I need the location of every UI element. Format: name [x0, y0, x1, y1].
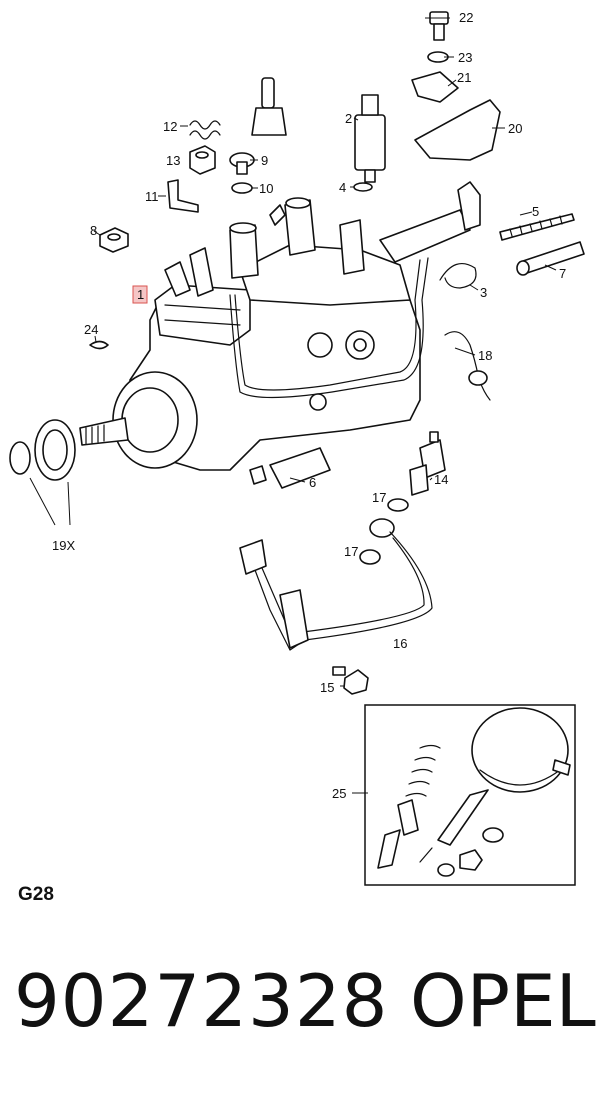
callout-22: 22 — [459, 10, 473, 25]
callout-12: 12 — [163, 119, 177, 134]
callout-23: 23 — [458, 50, 472, 65]
washer-17a — [387, 498, 409, 512]
nut-8 — [99, 227, 129, 253]
callout-9: 9 — [261, 153, 268, 168]
group-code: G28 — [18, 884, 54, 905]
callout-21: 21 — [457, 70, 471, 85]
callout-18: 18 — [478, 348, 492, 363]
seal-set-19x — [9, 419, 76, 481]
cord-18 — [444, 331, 491, 401]
nut-13 — [189, 145, 216, 175]
brand-name: OPEL — [410, 959, 596, 1043]
inset-detail-25 — [352, 704, 576, 886]
callout-13: 13 — [166, 153, 180, 168]
callout-11: 11 — [145, 189, 159, 204]
callout-5: 5 — [532, 204, 539, 219]
callout-8: 8 — [90, 223, 97, 238]
callout-17b: 17 — [344, 544, 358, 559]
callout-4: 4 — [339, 180, 346, 195]
callout-16: 16 — [393, 636, 407, 651]
callout-6: 6 — [309, 475, 316, 490]
callout-15: 15 — [320, 680, 334, 695]
callout-1: 1 — [137, 287, 144, 302]
seal-24 — [89, 340, 109, 350]
bracket-21 — [411, 71, 459, 103]
callout-25: 25 — [332, 786, 346, 801]
exploded-parts-diagram: 1 2 3 4 5 6 7 8 9 10 11 12 13 14 15 16 1… — [9, 10, 585, 886]
callout-3: 3 — [480, 285, 487, 300]
pin-7 — [516, 241, 585, 276]
clip-3 — [439, 262, 477, 289]
injection-pump-body — [79, 181, 481, 471]
callout-10: 10 — [259, 181, 273, 196]
spring-12 — [189, 120, 221, 140]
valve-fitting — [251, 77, 287, 136]
clip-11 — [167, 179, 199, 213]
callout-17a: 17 — [372, 490, 386, 505]
screw-9 — [229, 152, 255, 175]
bracket-20 — [414, 99, 501, 161]
solenoid-2 — [354, 94, 386, 183]
leader-lines — [29, 17, 557, 687]
callout-2: 2 — [345, 111, 352, 126]
callout-19x: 19X — [52, 538, 75, 553]
callout-14: 14 — [434, 472, 448, 487]
callout-labels: 1 2 3 4 5 6 7 8 9 10 11 12 13 14 15 16 1… — [52, 10, 566, 801]
bolt-22 — [429, 11, 449, 41]
callout-20: 20 — [508, 121, 522, 136]
pipe-16 — [239, 518, 433, 651]
washer-4 — [353, 182, 373, 192]
washer-17b — [359, 549, 381, 565]
bolt-5 — [499, 213, 575, 241]
callout-24: 24 — [84, 322, 98, 337]
bolt-15 — [332, 666, 369, 695]
callout-7: 7 — [559, 266, 566, 281]
callout-1-highlight — [132, 285, 148, 304]
washer-10 — [231, 182, 253, 194]
fitting-6 — [249, 447, 331, 489]
part-number: 90272328 — [14, 959, 389, 1043]
sensor-14 — [409, 431, 446, 496]
